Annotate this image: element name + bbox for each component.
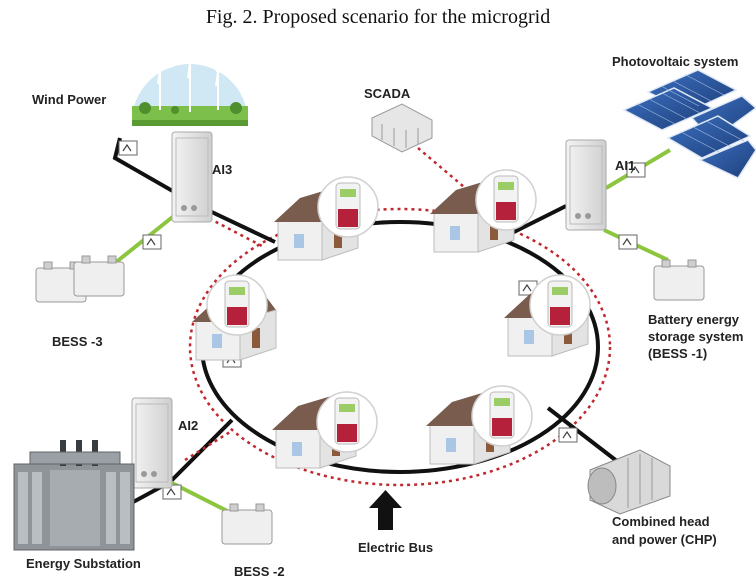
wind-power-label: Wind Power <box>32 92 107 107</box>
ai3-comm-link <box>196 210 263 248</box>
ai2-comm-link <box>184 430 231 462</box>
bess3-battery-icon <box>35 255 125 303</box>
house-top-right <box>429 169 537 253</box>
ai1-label: AI1 <box>615 158 636 173</box>
bess3-label: BESS -3 <box>52 334 103 349</box>
house-top-left <box>273 176 379 261</box>
electric-bus-arrow-icon <box>369 490 402 530</box>
photovoltaic-panels-icon <box>622 69 756 179</box>
house-right <box>503 274 591 357</box>
electric-bus-label: Electric Bus <box>358 540 434 555</box>
scada-comm-link <box>417 147 471 193</box>
communication-ring <box>188 207 612 487</box>
ai2-cabinet-icon <box>131 397 173 489</box>
wind-switch-icon <box>118 140 138 156</box>
chp-switch-icon <box>558 427 578 443</box>
bess3-switch-icon <box>142 234 162 250</box>
ai2-label: AI2 <box>178 418 199 433</box>
house-bottom-right <box>425 385 533 465</box>
figure-caption: Fig. 2. Proposed scenario for the microg… <box>205 6 551 28</box>
house-left <box>191 274 277 361</box>
photovoltaic-label: Photovoltaic system <box>612 54 739 69</box>
ai1-feeder-line <box>509 204 567 236</box>
bess1-label-line2: storage system <box>648 329 744 344</box>
bess2-label: BESS -2 <box>234 564 285 579</box>
wind-feeder-line <box>112 137 276 244</box>
chp-feeder-line <box>546 406 624 467</box>
ai3-cabinet-icon <box>171 131 213 223</box>
scada-label: SCADA <box>364 86 411 101</box>
bess1-battery-icon <box>653 259 705 301</box>
bess1-label-line3: (BESS -1) <box>648 346 708 361</box>
ai3-label: AI3 <box>212 162 233 177</box>
house-bottom-left <box>271 391 378 469</box>
bess1-switch-icon <box>618 234 638 250</box>
transformer-icon <box>13 440 135 551</box>
bess1-label-line1: Battery energy <box>648 312 740 327</box>
chp-label-line1: Combined head <box>612 514 710 529</box>
energy-substation-label: Energy Substation <box>26 556 141 571</box>
wind-farm-icon <box>132 49 248 126</box>
chp-label-line2: and power (CHP) <box>612 532 717 547</box>
chp-generator-icon <box>587 449 671 515</box>
scada-device-icon <box>371 103 433 153</box>
ai1-cabinet-icon <box>565 139 607 231</box>
bess2-battery-icon <box>221 503 273 545</box>
